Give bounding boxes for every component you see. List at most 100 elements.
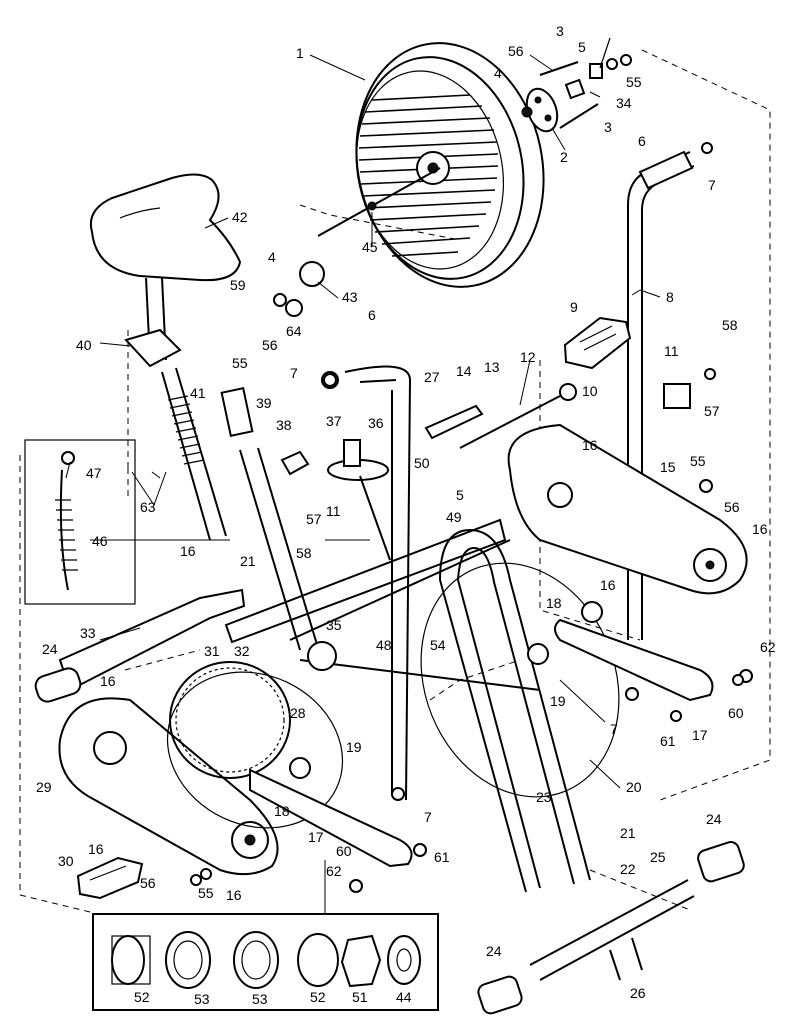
left-pedal (76, 856, 144, 900)
part-label-41: 41 (190, 385, 206, 401)
part-label-62: 62 (760, 639, 776, 655)
bushing-detail-inset (92, 860, 439, 1011)
part-label-23: 23 (536, 789, 552, 805)
flywheel (355, 42, 545, 288)
part-label-49: 49 (446, 509, 462, 525)
seat-post (124, 277, 227, 541)
part-label-50: 50 (414, 455, 430, 471)
handle-post (627, 142, 713, 640)
part-label-9: 9 (570, 299, 578, 315)
part-label-5: 5 (456, 487, 464, 503)
part-label-3: 3 (604, 119, 612, 135)
part-label-56: 56 (508, 43, 524, 59)
part-label-22: 22 (620, 861, 636, 877)
leader-lines (65, 54, 661, 789)
part-label-56: 56 (724, 499, 740, 515)
part-label-4: 4 (494, 65, 502, 81)
part-label-33: 33 (80, 625, 96, 641)
part-label-26: 26 (630, 985, 646, 1001)
part-label-39: 39 (256, 395, 272, 411)
part-label-1: 1 (296, 45, 304, 61)
part-label-63: 63 (140, 499, 156, 515)
part-label-18: 18 (546, 595, 562, 611)
part-label-7: 7 (424, 809, 432, 825)
part-label-64: 64 (286, 323, 302, 339)
part-label-34: 34 (616, 95, 632, 111)
part-label-11: 11 (664, 343, 679, 359)
part-label-4: 4 (268, 249, 276, 265)
part-label-24: 24 (706, 811, 722, 827)
left-handlebar (34, 588, 246, 703)
flywheel-hatching (358, 94, 499, 257)
part-label-16: 16 (600, 577, 616, 593)
part-label-61: 61 (434, 849, 450, 865)
hub-assembly (521, 37, 632, 133)
part-label-40: 40 (76, 337, 92, 353)
spring (167, 395, 205, 465)
part-label-24: 24 (486, 943, 502, 959)
seat (90, 173, 242, 282)
cable-detail-inset (24, 439, 136, 605)
part-label-18: 18 (274, 803, 290, 819)
part-label-53: 53 (194, 991, 210, 1007)
part-label-28: 28 (290, 705, 306, 721)
right-pedal (563, 316, 632, 370)
left-chain-guard (58, 697, 279, 876)
right-chain-guard (507, 423, 748, 595)
part-label-36: 36 (368, 415, 384, 431)
part-label-44: 44 (396, 989, 412, 1005)
part-label-16: 16 (582, 437, 598, 453)
part-label-16: 16 (180, 543, 196, 559)
part-label-8: 8 (666, 289, 674, 305)
crank-arms (249, 618, 714, 868)
part-label-7: 7 (290, 365, 298, 381)
part-label-11: 11 (326, 503, 341, 519)
part-label-31: 31 (204, 643, 220, 659)
part-label-17: 17 (308, 829, 324, 845)
part-label-5: 5 (578, 39, 586, 55)
part-label-16: 16 (226, 887, 242, 903)
part-label-58: 58 (722, 317, 738, 333)
small-parts (190, 261, 753, 893)
part-label-57: 57 (306, 511, 322, 527)
part-label-17: 17 (692, 727, 708, 743)
part-label-48: 48 (376, 637, 392, 653)
part-label-6: 6 (638, 133, 646, 149)
part-label-60: 60 (728, 705, 744, 721)
part-label-12: 12 (520, 349, 536, 365)
part-label-62: 62 (326, 863, 342, 879)
part-label-3: 3 (556, 23, 564, 39)
part-label-52: 52 (310, 989, 326, 1005)
part-label-43: 43 (342, 289, 358, 305)
part-label-19: 19 (346, 739, 362, 755)
part-label-16: 16 (100, 673, 116, 689)
part-label-55: 55 (198, 885, 214, 901)
part-label-15: 15 (660, 459, 676, 475)
part-label-52: 52 (134, 989, 150, 1005)
part-label-37: 37 (326, 413, 342, 429)
part-label-29: 29 (36, 779, 52, 795)
part-label-24: 24 (42, 641, 58, 657)
part-label-56: 56 (262, 337, 278, 353)
part-label-45: 45 (362, 239, 378, 255)
part-label-53: 53 (252, 991, 268, 1007)
part-label-13: 13 (484, 359, 500, 375)
part-label-60: 60 (336, 843, 352, 859)
drive-sprocket (166, 661, 344, 829)
part-label-6: 6 (368, 307, 376, 323)
part-label-30: 30 (58, 853, 74, 869)
part-label-21: 21 (240, 553, 256, 569)
part-label-14: 14 (456, 363, 472, 379)
part-label-16: 16 (88, 841, 104, 857)
part-label-38: 38 (276, 417, 292, 433)
part-label-59: 59 (230, 277, 246, 293)
part-label-55: 55 (690, 453, 706, 469)
tension-knob (327, 439, 391, 561)
part-label-20: 20 (626, 779, 642, 795)
part-label-2: 2 (560, 149, 568, 165)
part-label-25: 25 (650, 849, 666, 865)
part-label-27: 27 (424, 369, 440, 385)
part-label-7: 7 (610, 721, 618, 737)
part-label-21: 21 (620, 825, 636, 841)
